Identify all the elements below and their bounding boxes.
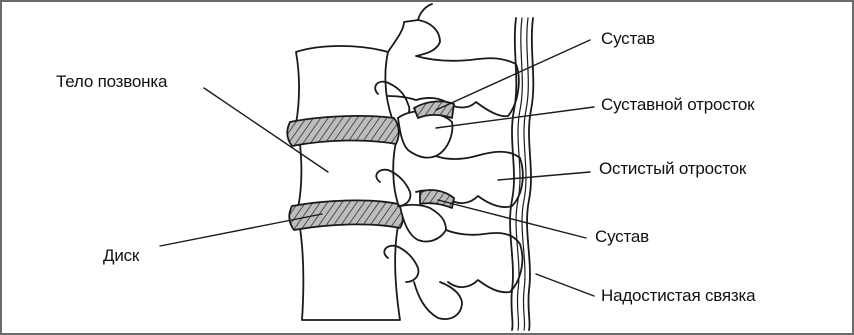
label-disc: Диск — [103, 247, 139, 264]
label-articular-process: Суставной отросток — [601, 96, 754, 113]
lower-process-bottom — [414, 282, 462, 319]
label-vertebral-body: Тело позвонка — [56, 73, 167, 90]
leader-spinous-process — [498, 172, 590, 180]
articular-process — [398, 111, 452, 157]
label-joint-top: Сустав — [601, 30, 655, 47]
label-spinous-process: Остистый отросток — [599, 160, 746, 177]
joint-lower — [420, 190, 454, 208]
ligament-line-1 — [510, 18, 516, 330]
upper-spinous-tip — [418, 4, 432, 20]
vertebral-body-lower — [300, 224, 400, 320]
lower-articular — [400, 205, 446, 242]
leader-ligament — [536, 274, 594, 296]
vertebral-body-upper — [296, 46, 392, 124]
leader-joint-top — [436, 40, 590, 110]
leader-articular-process — [436, 107, 594, 128]
label-joint-bottom: Сустав — [595, 228, 649, 245]
vertebral-body-middle — [298, 139, 398, 208]
label-supraspinous-ligament: Надостистая связка — [601, 287, 755, 304]
